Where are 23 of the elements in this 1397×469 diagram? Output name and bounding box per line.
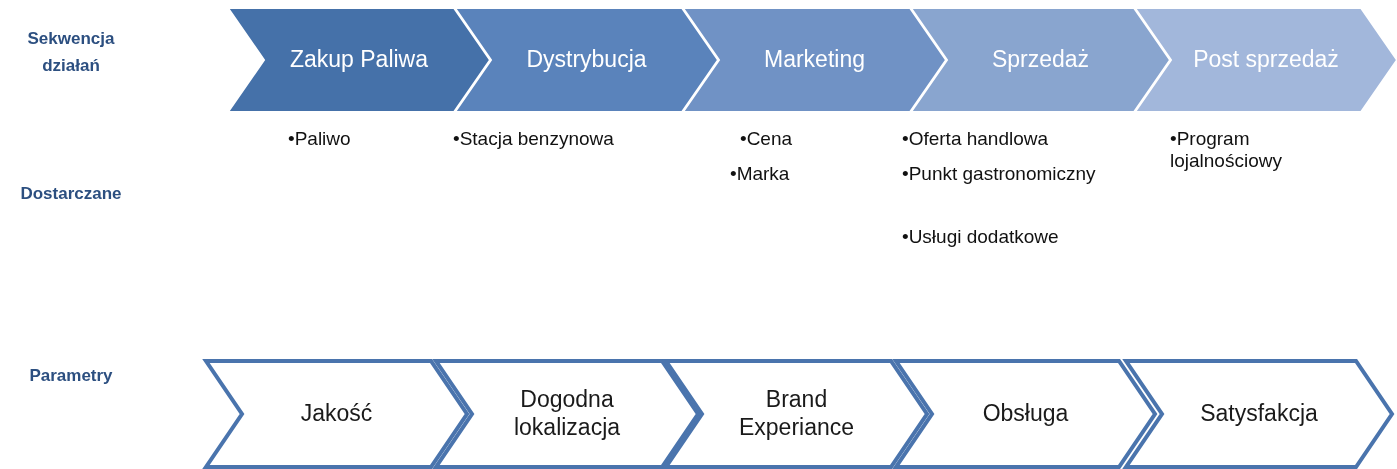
bullet-item: •Oferta handlowa — [902, 128, 1050, 150]
row-heading: Parametry — [28, 365, 114, 387]
bullet-item: •Marka — [730, 163, 791, 185]
row-heading: Dostarczane — [19, 183, 123, 205]
bullet-item: •Cena — [740, 128, 794, 150]
chevron-label: Jakość — [299, 399, 374, 429]
row-heading: Sekwencja działań — [26, 28, 116, 78]
chevron-shape — [1135, 8, 1397, 112]
chevron-label: Satysfakcja — [1199, 399, 1319, 429]
chevron-label: Dystrybucja — [525, 45, 648, 75]
bullet-item: •Usługi dodatkowe — [902, 226, 1060, 248]
chevron-label: Sprzedaż — [990, 45, 1091, 75]
chevron-label: Zakup Paliwa — [288, 45, 430, 75]
chevron-shape — [683, 8, 946, 112]
chevron-shape — [455, 8, 718, 112]
chevron-label: Post sprzedaż — [1192, 45, 1340, 75]
bullet-item: •Program lojalnościowy — [1170, 128, 1283, 172]
chevron-label: Marketing — [763, 45, 866, 75]
chevron-shape — [911, 8, 1170, 112]
bullet-item: •Punkt gastronomiczny — [902, 163, 1097, 185]
chevron-shape — [228, 8, 490, 112]
bullet-item: •Stacja benzynowa — [453, 128, 615, 150]
bullet-item: •Paliwo — [288, 128, 352, 150]
